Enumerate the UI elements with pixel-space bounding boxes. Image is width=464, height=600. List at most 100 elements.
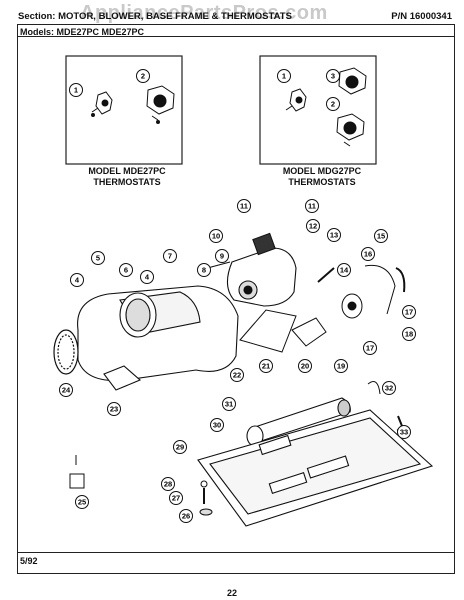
callout-main-28: 33 [397,425,411,439]
thermostat-large-r2 [336,113,365,147]
callout-inset-left-0: 1 [69,83,83,97]
heater-element [246,397,351,447]
callout-main-9: 14 [337,263,351,277]
rocker-switch [69,455,85,489]
page-number: 22 [226,588,237,598]
thermostat-large-r3 [338,67,367,95]
callout-label: 17 [405,308,413,317]
caption-mdg27pc-title: MODEL MDG27PC [282,166,362,176]
callout-inset-right-2: 2 [326,97,340,111]
callout-label: 23 [110,405,118,414]
caption-mdg27pc-subtitle: THERMOSTATS [288,177,356,187]
callout-label: 7 [168,252,172,261]
callout-main-25: 31 [222,397,236,411]
callout-main-14: 8 [197,263,211,277]
callout-main-30: 28 [161,477,175,491]
callout-main-19: 19 [334,359,348,373]
blower-ring [53,329,79,375]
callout-main-3: 12 [306,219,320,233]
callout-main-24: 32 [382,381,396,395]
callout-label: 9 [220,252,224,261]
callout-label: 11 [308,202,316,211]
header-divider [17,36,455,37]
callout-label: 11 [240,202,248,211]
callout-main-7: 16 [361,247,375,261]
caption-mdg27pc: MODEL MDG27PC THERMOSTATS [262,166,382,188]
callout-label: 31 [225,400,233,409]
caption-mde27pc-title: MODEL MDE27PC [88,166,166,176]
callout-main-6: 9 [215,249,229,263]
callout-main-18: 20 [298,359,312,373]
callout-label: 2 [141,72,145,81]
callout-inset-right-1: 3 [326,69,340,83]
callout-label: 17 [366,344,374,353]
callout-main-2: 10 [209,229,223,243]
callout-label: 4 [145,273,150,282]
callout-main-17: 17 [363,341,377,355]
callout-label: 6 [124,266,128,275]
callout-label: 1 [74,86,78,95]
callout-label: 19 [337,362,345,371]
callout-label: 20 [301,362,309,371]
models-line: Models: MDE27PC MDE27PC [20,27,145,37]
callout-main-27: 29 [173,440,187,454]
callout-main-32: 26 [179,509,193,523]
idler-pulley [341,264,406,319]
callout-label: 16 [364,250,372,259]
page-header: Section: MOTOR, BLOWER, BASE FRAME & THE… [18,11,456,24]
callout-main-20: 21 [259,359,273,373]
callout-main-16: 18 [402,327,416,341]
watermark: AppliancePartsPros.com [80,2,328,24]
callout-label: 10 [212,232,220,241]
thermostat-small-r1 [285,88,307,112]
motor-mount [239,267,335,353]
callout-main-21: 22 [230,368,244,382]
footer-divider [17,552,455,553]
callout-label: 12 [309,222,317,231]
blower-housing [77,285,239,382]
callout-label: 32 [385,384,393,393]
callout-label: 28 [164,480,172,489]
callout-main-15: 17 [402,305,416,319]
callout-main-11: 6 [119,263,133,277]
callout-main-1: 11 [305,199,319,213]
callout-main-10: 5 [91,251,105,265]
callout-main-26: 30 [210,418,224,432]
callout-label: 14 [340,266,349,275]
callout-label: 25 [78,498,86,507]
callout-label: 2 [331,100,335,109]
callout-main-29: 25 [75,495,89,509]
callout-label: 1 [282,72,286,81]
thermostat-large-2 [146,85,175,124]
callout-label: 8 [202,266,206,275]
callout-label: 30 [213,421,221,430]
blower-seal [103,365,142,391]
callout-main-5: 15 [374,229,388,243]
callout-label: 24 [62,386,71,395]
callout-inset-right-0: 1 [277,69,291,83]
callout-label: 29 [176,443,184,452]
callout-label: 5 [96,254,100,263]
base-frame [197,409,434,527]
callout-label: 18 [405,330,413,339]
callout-main-23: 23 [107,402,121,416]
callout-label: 13 [330,231,338,240]
callout-label: 33 [400,428,408,437]
part-number: P/N 16000341 [391,11,452,22]
revision-date: 5/92 [20,556,38,566]
callout-label: 22 [233,371,241,380]
callout-label: 26 [182,512,190,521]
callout-inset-left-1: 2 [136,69,150,83]
callout-main-0: 11 [237,199,251,213]
callout-label: 27 [172,494,180,503]
callout-main-22: 24 [59,383,73,397]
caption-mde27pc: MODEL MDE27PC THERMOSTATS [72,166,182,188]
section-title: Section: MOTOR, BLOWER, BASE FRAME & THE… [18,11,292,22]
leveling-leg [199,480,213,516]
callout-main-4: 13 [327,228,341,242]
callout-main-13: 4 [70,273,84,287]
thermostat-small-1 [91,91,113,117]
inset-box-mde27pc [65,55,183,165]
